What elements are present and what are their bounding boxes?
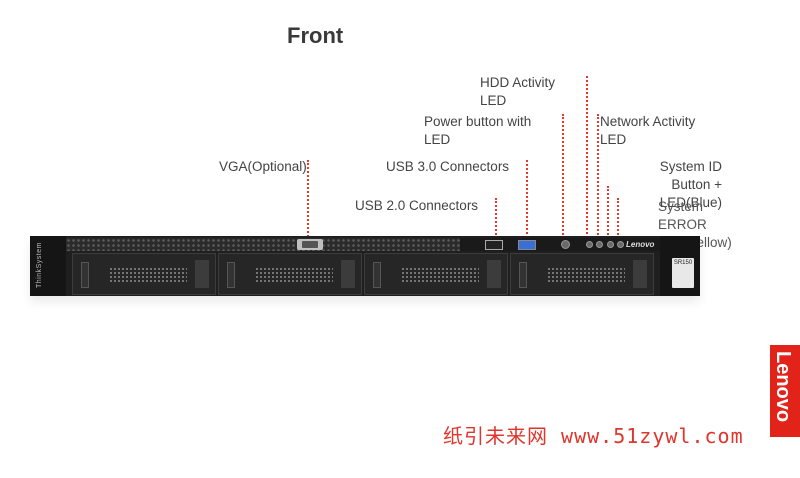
drive-bay-3[interactable] [510,253,654,295]
drive-status-led [519,262,527,288]
drive-status-led [81,262,89,288]
system-id-button-label: System ID Button + LED(Blue) [659,159,722,210]
power-button[interactable] [561,240,570,249]
right-rack-ear: SR150 [660,236,700,296]
usb3-connectors-label: USB 3.0 Connectors [386,159,510,174]
drive-bay-1[interactable] [218,253,362,295]
hdd-activity-led [586,241,593,248]
drive-status-led [373,262,381,288]
drive-latch[interactable] [487,260,501,288]
drive-bay-2[interactable] [364,253,508,295]
drive-grille [109,267,187,283]
usb2-port [485,240,503,250]
server-front-panel: ThinkSystem Lenovo SR150 [30,236,700,296]
lenovo-badge-text: Lenovo [772,351,794,423]
system-error-leader [617,198,619,242]
lenovo-badge: Lenovo [770,345,800,437]
drive-bay-0[interactable] [72,253,216,295]
hdd-activity-led-label: HDD Activity LED [480,75,556,108]
panel-logo: Lenovo [626,240,655,249]
watermark: 纸引未来网 www.51zywl.com [443,424,744,448]
network-activity-led [596,241,603,248]
usb2-connectors-label: USB 2.0 Connectors [355,198,479,213]
system-error-led [617,241,624,248]
model-tag-text: SR150 [673,260,693,266]
drive-latch[interactable] [633,260,647,288]
power-button-led-label: Power button with LED [424,114,532,147]
vga-leader [307,160,309,240]
network-activity-led-label: Network Activity LED [600,114,696,147]
drive-grille [547,267,625,283]
drive-grille [401,267,479,283]
system-id-button[interactable] [607,241,614,248]
page-title: Front [287,23,344,48]
vga-label: VGA(Optional) [219,159,307,174]
system-id-leader [607,186,609,242]
drive-grille [255,267,333,283]
drive-latch[interactable] [195,260,209,288]
vga-port [297,239,323,250]
usb2-leader [495,198,497,242]
side-brand-text: ThinkSystem [36,242,43,288]
network-activity-leader [597,114,599,242]
power-button-leader [562,114,564,242]
drive-latch[interactable] [341,260,355,288]
usb3-port [518,240,536,250]
drive-status-led [227,262,235,288]
left-rack-ear: ThinkSystem [30,236,66,296]
hdd-activity-leader [586,76,588,242]
pull-out-info-tag[interactable]: SR150 [672,258,694,288]
usb3-leader [526,160,528,242]
